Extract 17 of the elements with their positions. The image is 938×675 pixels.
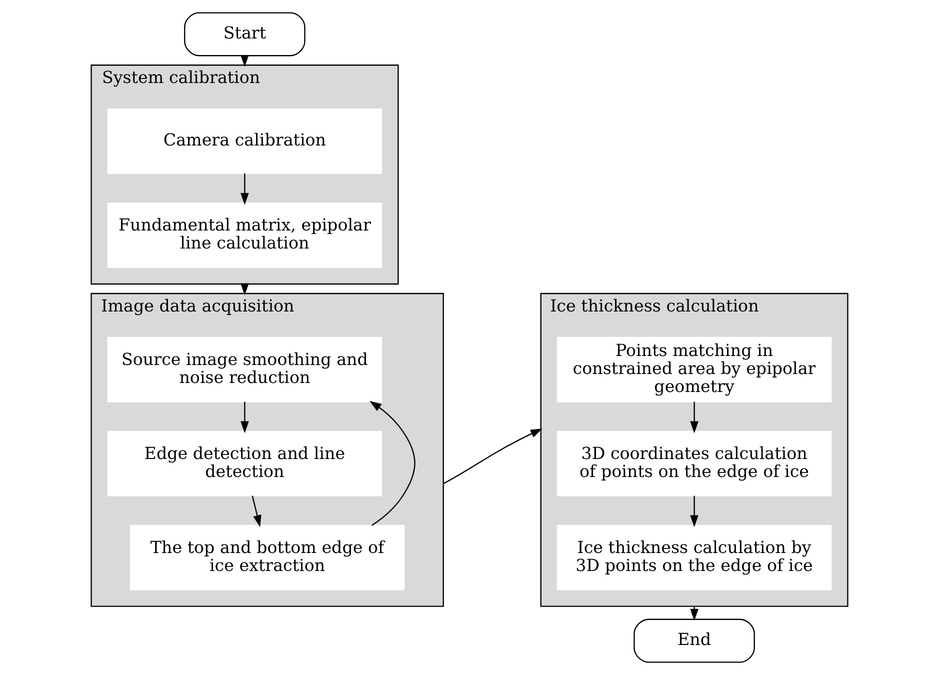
node-box: Edge detection and line detection — [106, 430, 382, 496]
node-box: 3D coordinates calculation of points on the edge of ice — [556, 430, 832, 496]
node-box: Source image smoothing and noise reduction — [106, 336, 382, 402]
node-box: Camera calibration — [106, 108, 382, 174]
arrow — [690, 402, 698, 434]
node-box: Points matching in constrained area by epipolar geometry — [556, 336, 832, 402]
arrow — [690, 606, 698, 621]
node-box: Ice thickness calculation by 3D points on the edge of ice — [556, 524, 832, 590]
arrow — [690, 496, 698, 528]
node-box: The top and bottom edge of ice extraction — [129, 524, 404, 590]
arrow — [240, 402, 248, 434]
node-box: Fundamental matrix, epipolar line calculation — [106, 202, 382, 268]
node-box: End — [633, 618, 754, 663]
arrow — [251, 496, 261, 528]
arrow — [368, 400, 415, 526]
arrow — [240, 173, 248, 205]
arrow — [442, 428, 542, 484]
